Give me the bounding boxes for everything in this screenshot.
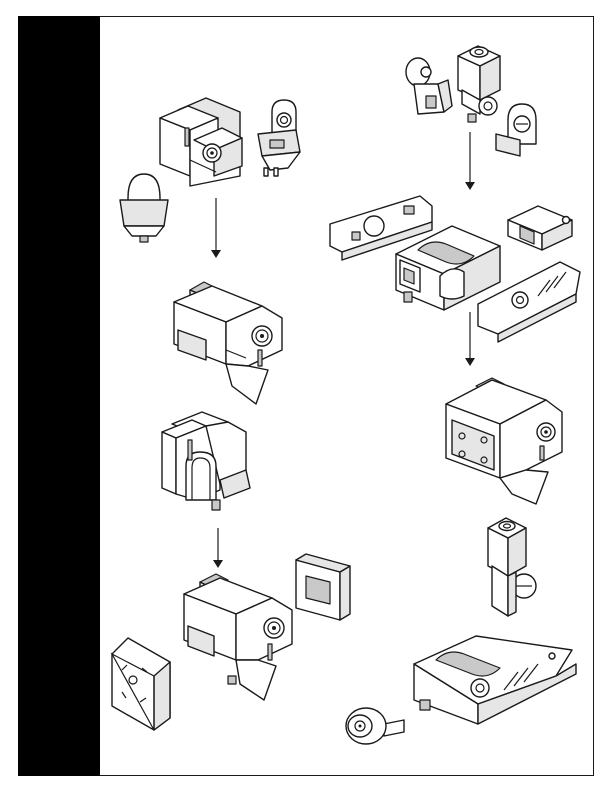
thumb-knob-part xyxy=(345,707,405,745)
u-clamp-block-part xyxy=(161,411,251,511)
carriage-assembly-part xyxy=(445,377,563,505)
u-clip-part xyxy=(119,173,169,243)
dial-bracket-part xyxy=(257,99,301,177)
side-plate-part xyxy=(329,195,433,261)
square-pad-part xyxy=(110,637,171,731)
assembled-housing-part xyxy=(173,281,283,405)
dial-clip-part xyxy=(495,103,537,157)
tower-post-part xyxy=(457,45,501,123)
final-housing-part xyxy=(183,573,293,701)
black-sidebar xyxy=(18,16,100,776)
carriage-part xyxy=(395,225,501,311)
knob-bracket-part xyxy=(405,57,453,115)
frame-plate-part xyxy=(295,553,351,621)
tower-post-dial-part xyxy=(487,517,537,617)
step-arrow-right-1 xyxy=(465,132,475,190)
full-carriage-part xyxy=(413,635,577,725)
step-arrow-right-2 xyxy=(465,312,475,366)
latch-block-part xyxy=(507,205,573,251)
step-arrow-left-2 xyxy=(213,528,223,568)
block-housing-part xyxy=(159,97,243,187)
step-arrow-left-1 xyxy=(211,198,221,258)
grip-plate-part xyxy=(477,261,581,343)
